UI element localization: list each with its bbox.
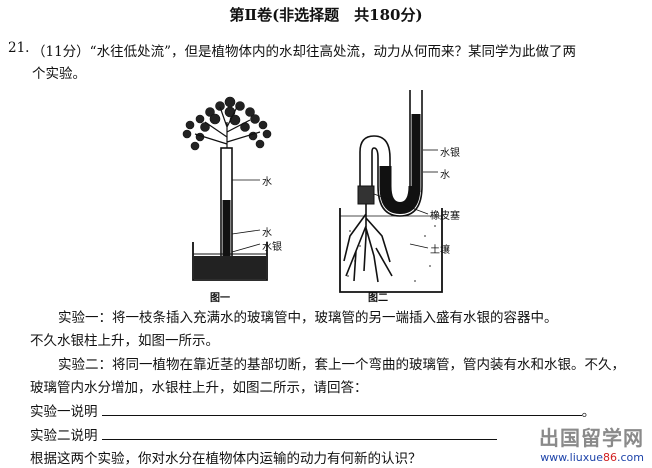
answer-1-period: 。 (581, 404, 596, 420)
figure-1-diagram (182, 96, 272, 281)
answer-2-label: 实验二说明 (30, 428, 98, 444)
fig1-water-label-top: 水 (262, 177, 272, 188)
question-intro-line1: （11分）“水往低处流”，但是植物体内的水却往高处流，动力从何而来？某同学为此做… (32, 44, 576, 60)
fig1-container-label: 水银 (262, 242, 282, 253)
answer-2-blank[interactable] (101, 427, 497, 440)
answer-2-row: 实验二说明 (30, 424, 497, 444)
question-intro-line2: 个实验。 (32, 66, 86, 82)
figure-2-caption: 图二 (368, 293, 388, 304)
fig2-rubber-stopper-label: 橡皮塞 (430, 211, 460, 222)
fig2-mercury-label: 水银 (440, 148, 460, 159)
watermark: 出国留学网 www.liuxue86.com (539, 422, 644, 464)
experiment-2-line1: 实验二：将同一植物在靠近茎的基部切断，套上一个弯曲的玻璃管，管内装有水和水银。不… (58, 357, 625, 373)
experiment-1-line2: 不久水银柱上升，如图一所示。 (30, 333, 219, 349)
watermark-url: www.liuxue86.com (540, 451, 644, 464)
watermark-text: 出国留学网 (539, 426, 644, 450)
plant-branch-drawing (182, 96, 272, 151)
figure-1-caption: 图一 (210, 293, 230, 304)
answer-1-row: 实验一说明 。 (30, 400, 595, 420)
experiment-1-line1: 实验一：将一枝条插入充满水的玻璃管中，玻璃管的另一端插入盛有水银的容器中。 (58, 310, 558, 326)
experiment-2-line2: 玻璃管内水分增加，水银柱上升，如图二所示，请回答： (30, 380, 368, 396)
fig2-water-label: 水 (440, 170, 450, 181)
fig1-water-label: 水 (262, 228, 272, 239)
page-title: 第Ⅱ卷(非选择题 共180分) (229, 6, 423, 24)
figure-2-diagram (339, 90, 443, 293)
question-number: 21. (8, 40, 30, 56)
answer-1-label: 实验一说明 (30, 404, 98, 420)
answer-3-question: 根据这两个实验，你对水分在植物体内运输的动力有何新的认识？ (30, 451, 422, 467)
fig2-soil-label: 土壤 (430, 245, 450, 256)
answer-1-blank[interactable] (101, 403, 582, 416)
roots-drawing (343, 204, 393, 283)
